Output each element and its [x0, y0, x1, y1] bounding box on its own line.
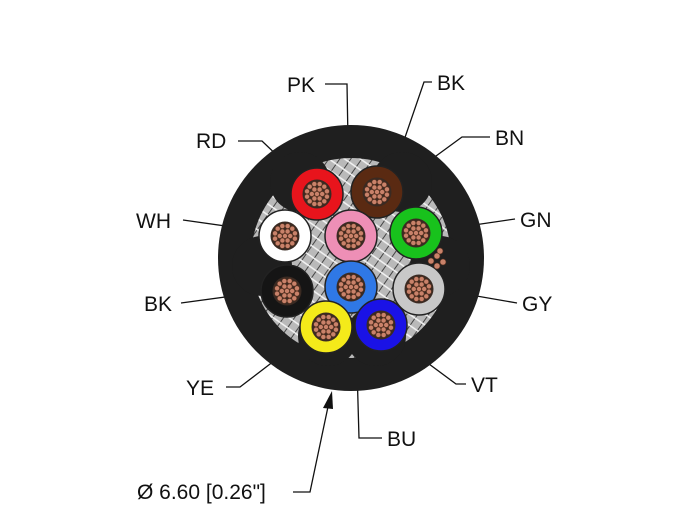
dimension-label: Ø 6.60 [0.26"]: [137, 481, 266, 504]
leader-bk-top: [399, 81, 432, 153]
label-wh: WH: [136, 210, 171, 233]
core-violet: [354, 298, 408, 352]
core-black: [260, 264, 314, 318]
core-white: [258, 209, 312, 263]
core-yellow: [299, 300, 353, 354]
label-bk-left: BK: [144, 293, 172, 316]
label-ye: YE: [186, 377, 214, 400]
label-bk-top: BK: [437, 72, 465, 95]
core-pink: [324, 209, 378, 263]
core-red: [290, 167, 344, 221]
drain-wire: [427, 247, 447, 270]
label-gn: GN: [520, 209, 552, 232]
dimension-leader: [293, 391, 333, 493]
core-brown: [350, 165, 404, 219]
core-blue: [324, 260, 378, 314]
label-gy: GY: [522, 293, 552, 316]
core-green: [389, 206, 443, 260]
label-bu: BU: [387, 428, 416, 451]
label-bn: BN: [495, 127, 524, 150]
core-grey: [392, 262, 446, 316]
label-rd: RD: [196, 130, 226, 153]
label-vt: VT: [471, 374, 498, 397]
cores-layer: [258, 165, 446, 354]
label-pk: PK: [287, 74, 315, 97]
